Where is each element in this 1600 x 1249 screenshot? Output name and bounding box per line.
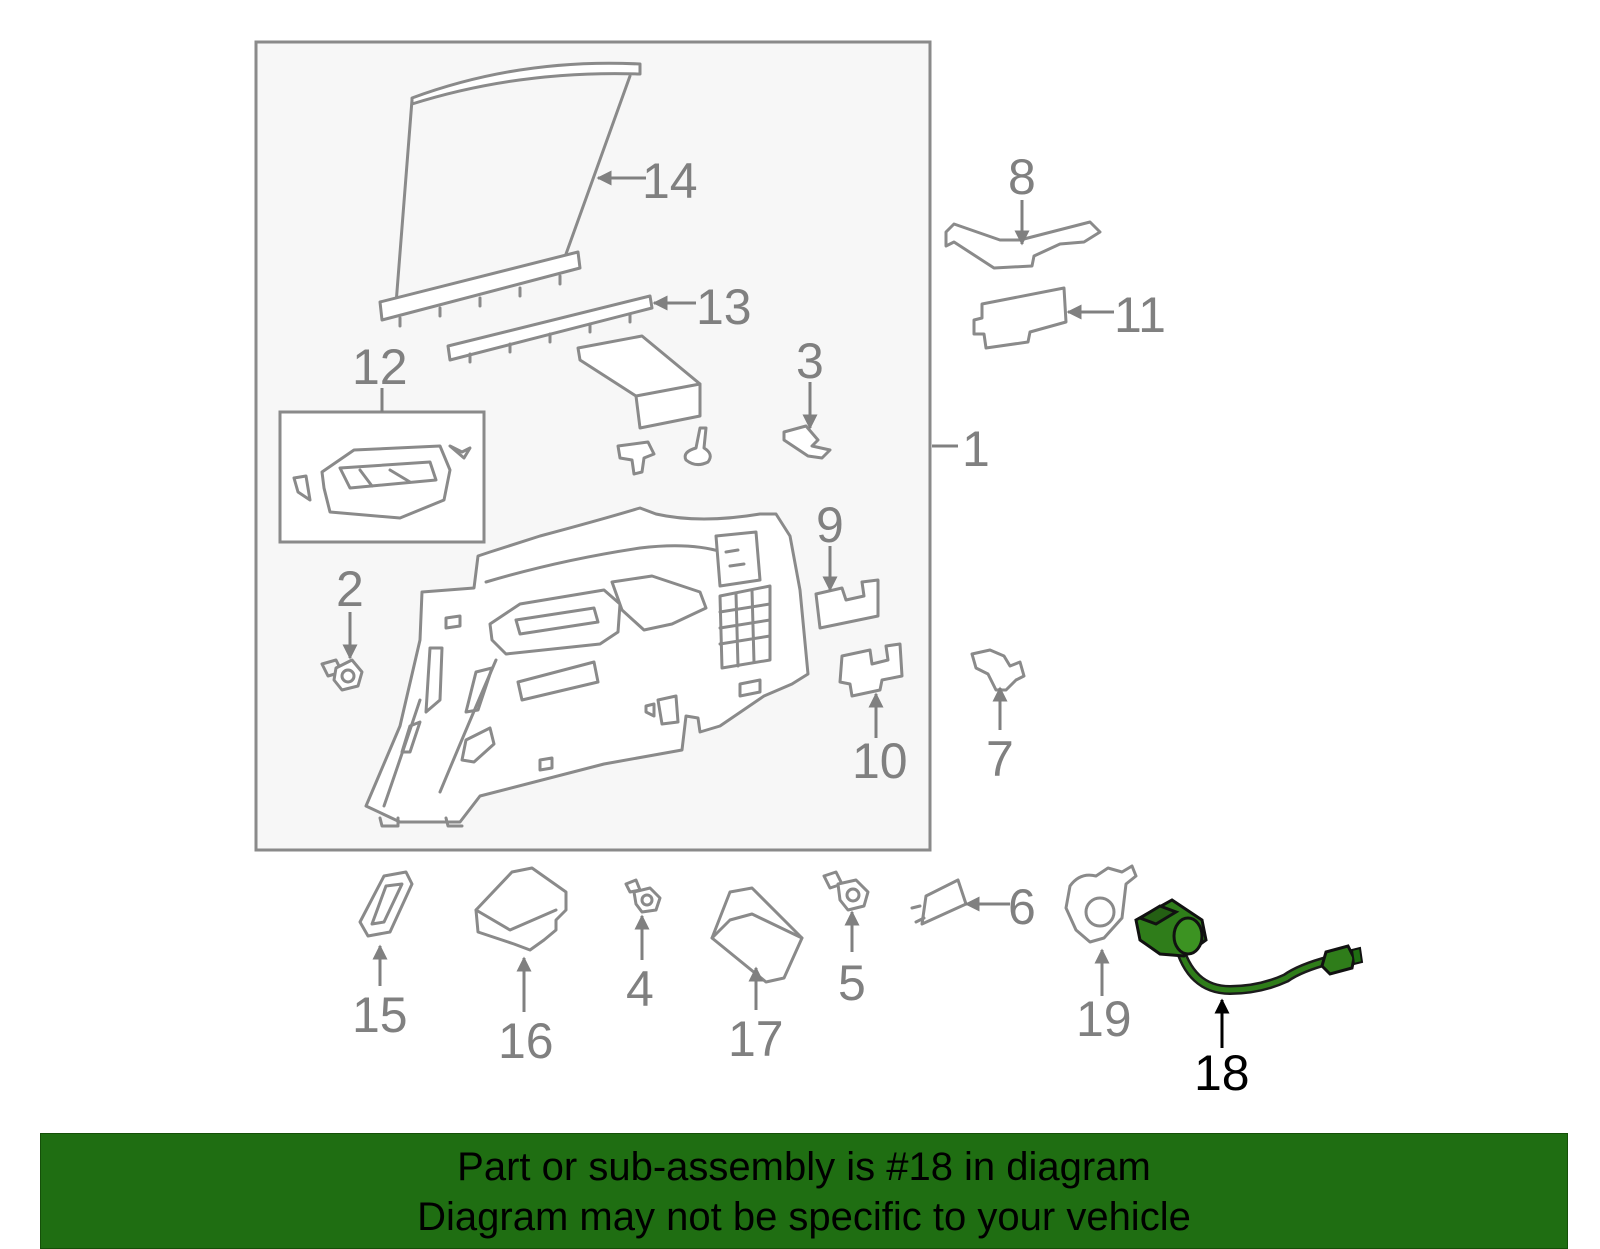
part-12[interactable] <box>292 444 472 520</box>
part-2[interactable] <box>320 658 364 692</box>
callout-17: 17 <box>728 1011 784 1067</box>
info-banner: Part or sub-assembly is #18 in diagram D… <box>40 1133 1568 1249</box>
part-9[interactable] <box>814 578 880 630</box>
part-19[interactable] <box>1064 864 1138 944</box>
cover-panel <box>576 334 712 476</box>
callout-3: 3 <box>796 333 824 389</box>
callout-9: 9 <box>816 497 844 553</box>
part-11[interactable] <box>972 286 1068 350</box>
part-13[interactable] <box>446 294 654 364</box>
callout-2: 2 <box>336 561 364 617</box>
part-4[interactable] <box>624 878 662 914</box>
callout-11: 11 <box>1114 287 1166 343</box>
callout-6: 6 <box>1008 879 1036 935</box>
callout-19: 19 <box>1076 991 1132 1047</box>
callout-8: 8 <box>1008 149 1036 205</box>
part-5[interactable] <box>822 870 870 912</box>
part-6[interactable] <box>910 878 968 926</box>
quarter-trim-panel <box>364 506 810 828</box>
callout-5: 5 <box>838 955 866 1011</box>
part-16[interactable] <box>474 866 568 952</box>
callout-13: 13 <box>696 279 752 335</box>
callout-14: 14 <box>642 153 698 209</box>
callout-16: 16 <box>498 1013 554 1069</box>
callout-12: 12 <box>352 339 408 395</box>
callout-15: 15 <box>352 987 408 1043</box>
part-3[interactable] <box>782 424 832 460</box>
banner-line-1: Part or sub-assembly is #18 in diagram <box>457 1145 1151 1189</box>
part-18[interactable] <box>1134 898 1364 996</box>
banner-line-2: Diagram may not be specific to your vehi… <box>417 1195 1191 1239</box>
callout-10: 10 <box>852 733 908 789</box>
part-15[interactable] <box>358 870 414 938</box>
part-7[interactable] <box>970 648 1026 692</box>
callout-4: 4 <box>626 961 654 1017</box>
callout-1: 1 <box>962 421 990 477</box>
part-17[interactable] <box>710 886 804 984</box>
callout-7: 7 <box>986 731 1014 787</box>
part-10[interactable] <box>838 642 904 698</box>
part-14[interactable] <box>378 61 642 328</box>
callout-18: 18 <box>1194 1045 1250 1101</box>
